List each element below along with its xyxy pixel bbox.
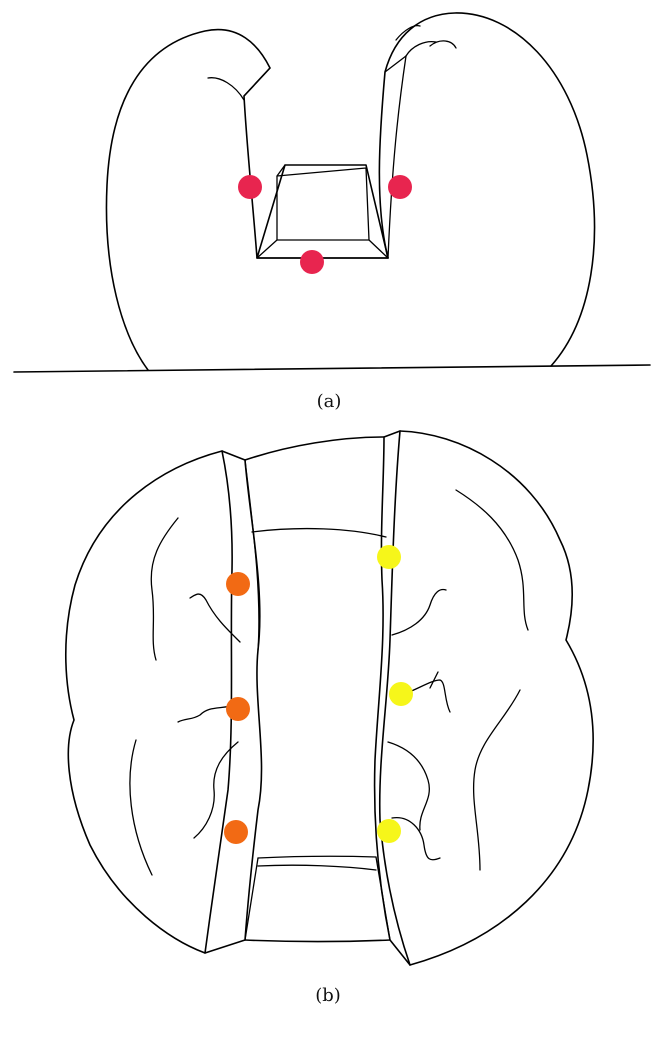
bottom-cavity-floor [244, 939, 391, 943]
marker-yellow-2 [389, 682, 413, 706]
marker-red-floor [300, 250, 324, 274]
bottom-cavity-side-right [375, 856, 391, 941]
marker-orange-1 [226, 572, 250, 596]
right-cusp-line-2 [429, 40, 457, 49]
fissure-right-5 [387, 741, 430, 831]
fissure-right-4 [429, 671, 439, 689]
fissure-left-1 [150, 517, 179, 661]
right-wall-outer [373, 430, 411, 966]
top-cavity-rim [244, 436, 385, 461]
fissure-left-5 [129, 739, 153, 876]
fissure-right-6 [391, 817, 441, 861]
tooth-outline [105, 12, 596, 371]
left-wall-bevel [243, 67, 271, 97]
cavity-outer [256, 164, 389, 259]
caption-a: (a) [317, 391, 342, 412]
fissure-left-3 [177, 703, 239, 723]
cavity-edge-br [368, 239, 389, 259]
marker-red-right-wall [388, 175, 412, 199]
marker-yellow-3 [377, 819, 401, 843]
cavity-edge-bl [256, 239, 278, 259]
left-cusp-line [207, 77, 245, 101]
marker-red-left-wall [238, 175, 262, 199]
left-wall-inner [244, 459, 260, 651]
top-cavity-floor [251, 527, 387, 538]
fissure-left-4 [193, 741, 239, 839]
fissure-right-3 [401, 679, 451, 713]
bottom-cavity-rim-1 [257, 855, 377, 859]
fissure-right-2 [391, 588, 447, 636]
bottom-cavity-side-left [244, 857, 259, 941]
tooth-contour-left [65, 450, 223, 954]
tooth-contour-right [399, 430, 594, 966]
marker-orange-3 [224, 820, 248, 844]
fissure-left-2 [189, 593, 241, 643]
panel-a: (a) [13, 12, 651, 412]
cavity-edge-tl [276, 164, 286, 177]
right-wall-bevel [384, 55, 407, 73]
right-cusp-line-3 [395, 24, 421, 41]
marker-orange-2 [226, 697, 250, 721]
right-wall-inner [387, 55, 407, 259]
fissure-right-7 [472, 689, 521, 871]
fissure-right-1 [455, 489, 529, 631]
right-cusp-line-1 [405, 40, 437, 57]
panel-b: (b) [65, 430, 594, 1006]
marker-yellow-1 [377, 545, 401, 569]
cavity-inner [276, 167, 370, 241]
bottom-cavity-rim-2 [257, 864, 377, 871]
caption-b: (b) [315, 985, 341, 1006]
baseline [13, 364, 651, 373]
